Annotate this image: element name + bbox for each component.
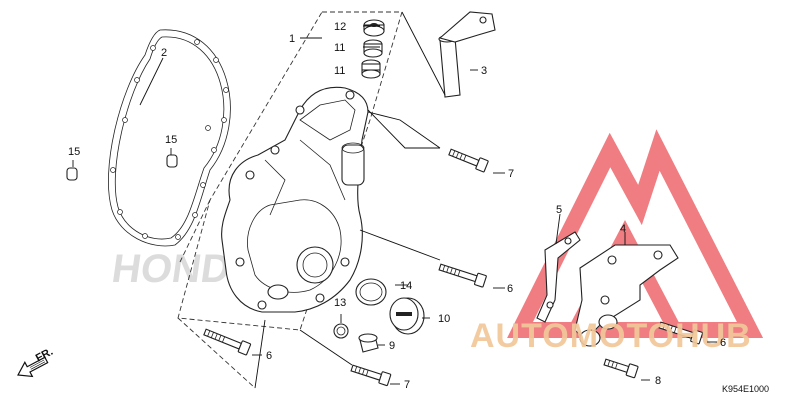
watermark-text: AUTOMOTOHUB — [470, 317, 752, 355]
bolt-8 — [603, 358, 639, 379]
bolt-bottom-7 — [350, 364, 392, 387]
bracket-plate-part — [536, 231, 581, 323]
needle-bearing-lower — [361, 59, 381, 79]
callout-11-upper: 11 — [334, 42, 345, 54]
callout-11-lower: 11 — [334, 65, 345, 77]
bolt-right-6 — [658, 321, 704, 345]
bolt-upper-7 — [448, 148, 489, 173]
callout-14: 14 — [400, 280, 412, 292]
lifter-shaft-part — [438, 11, 496, 98]
oil-seal-part — [363, 19, 385, 37]
callout-2: 2 — [161, 47, 167, 59]
callout-15-left: 15 — [68, 146, 80, 158]
o-ring-small — [333, 323, 349, 339]
callout-6-right: 6 — [720, 337, 726, 349]
front-direction-arrow-icon — [17, 356, 49, 378]
bracket-part — [574, 244, 679, 347]
callout-15-center: 15 — [165, 134, 177, 146]
cap-part — [389, 297, 425, 335]
callout-9: 9 — [389, 340, 395, 352]
plug-part — [358, 333, 379, 353]
gasket-part — [108, 29, 231, 247]
callout-7-upper: 7 — [508, 168, 514, 180]
leader-lines — [72, 11, 717, 389]
callout-8: 8 — [655, 375, 661, 387]
callout-12: 12 — [334, 21, 346, 33]
callout-5: 5 — [556, 204, 562, 216]
dowel-pin-left — [66, 167, 78, 181]
callout-4: 4 — [620, 223, 626, 235]
crankcase-cover-part — [221, 86, 369, 313]
callout-3: 3 — [481, 65, 487, 77]
o-ring-large — [355, 278, 387, 306]
callout-6-lower-left: 6 — [266, 350, 272, 362]
dowel-pin-center — [166, 154, 178, 168]
callout-1: 1 — [289, 33, 295, 45]
bolt-lower-left-6 — [203, 328, 252, 356]
bolt-middle-6 — [438, 263, 487, 288]
front-direction-label: FR. — [34, 346, 55, 365]
drawing-code: K954E1000 — [722, 384, 769, 394]
callout-6-middle: 6 — [507, 283, 513, 295]
needle-bearing-upper — [363, 39, 383, 58]
assembly-outline-lower — [177, 199, 256, 389]
callout-7-bottom: 7 — [404, 379, 410, 391]
callout-13: 13 — [334, 297, 346, 309]
callout-10: 10 — [438, 313, 450, 325]
watermark-label: AUTOMOTOHUB — [470, 317, 752, 355]
callout-labels: 1 2 3 4 5 6 6 6 7 7 8 9 10 11 11 12 13 1… — [68, 21, 726, 391]
